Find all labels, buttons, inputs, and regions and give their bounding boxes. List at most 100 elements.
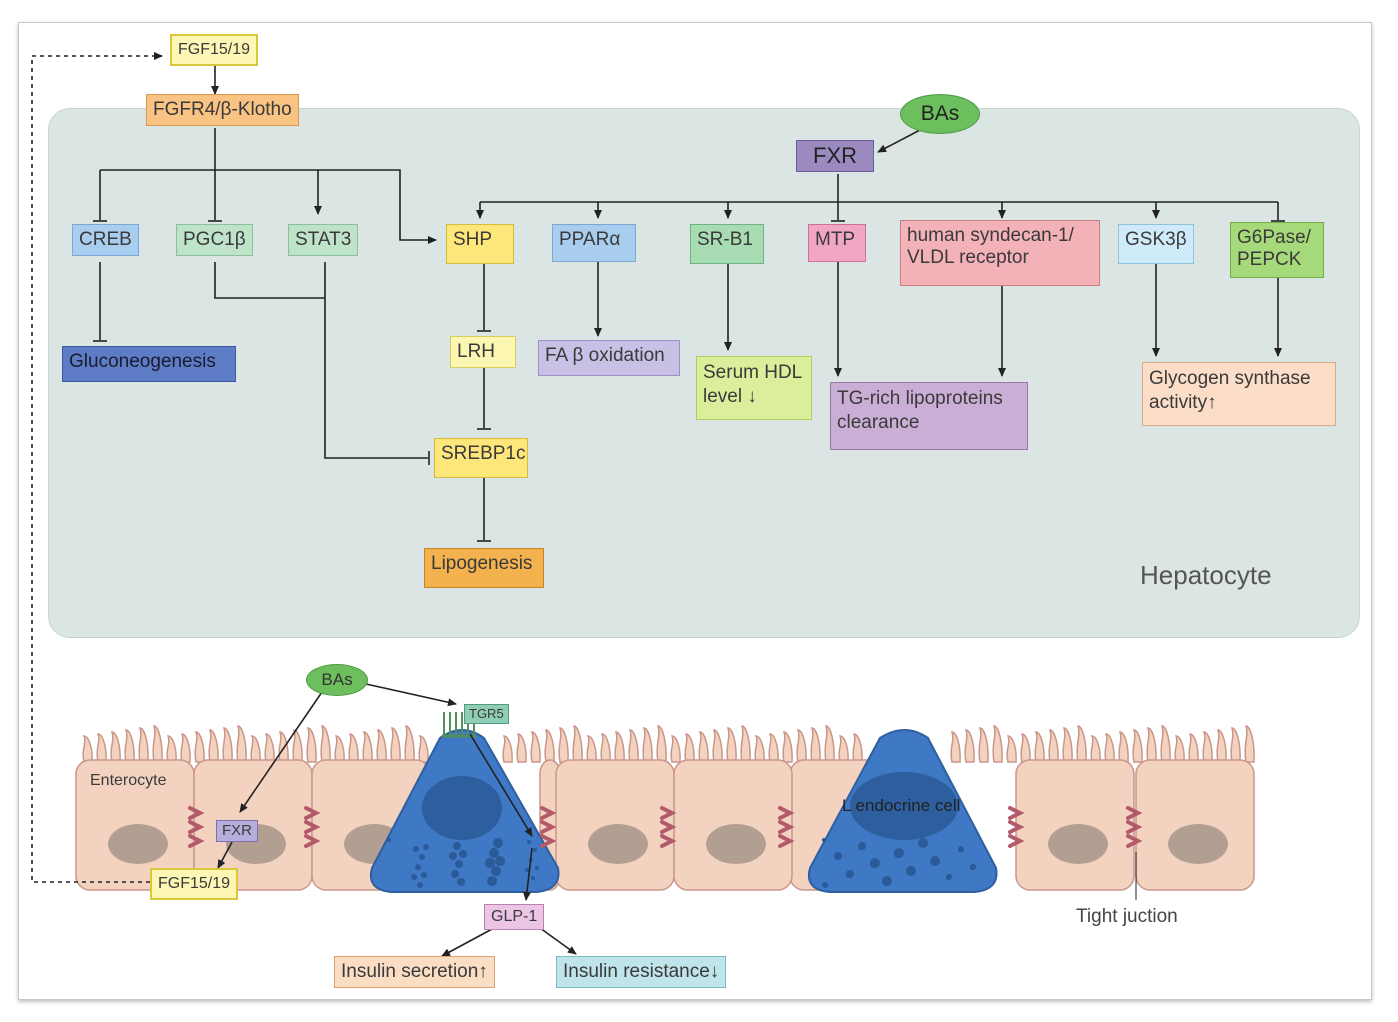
microvillus — [726, 727, 737, 763]
microvillus — [222, 727, 233, 763]
secretory-granule — [946, 874, 952, 880]
tight-junction-mark — [778, 820, 795, 834]
microvillus — [82, 735, 93, 763]
secretory-granule — [417, 882, 423, 888]
secretory-granule — [489, 848, 499, 858]
stat3-box: STAT3 — [288, 224, 359, 256]
microvillus — [124, 729, 135, 763]
srebp1c-box: SREBP1c — [434, 438, 528, 478]
microvillus — [684, 733, 695, 763]
secretory-granule — [858, 842, 866, 850]
microvillus — [194, 731, 205, 763]
tight-junction-mark — [1008, 834, 1025, 848]
microvillus — [614, 731, 625, 763]
microvillus — [544, 729, 555, 763]
l-endocrine-cell-label: L endocrine cell — [842, 796, 961, 815]
microvillus — [1020, 733, 1031, 763]
nucleus — [1168, 824, 1228, 864]
microvillus — [1132, 729, 1143, 763]
secretory-granule — [882, 876, 892, 886]
microvillus — [1076, 725, 1087, 763]
secretory-granule — [493, 838, 503, 848]
bas-ellipse-bottom: BAs — [306, 664, 368, 696]
microvillus — [264, 733, 275, 763]
tight-junction-mark — [778, 806, 795, 820]
microvillus — [1104, 733, 1115, 763]
secretory-granule — [487, 876, 497, 886]
secretory-granule — [910, 868, 914, 872]
microvillus — [404, 725, 415, 763]
microvillus — [558, 727, 569, 763]
microvillus — [852, 733, 863, 763]
microvillus — [292, 729, 303, 763]
insulin-resistance-box: Insulin resistance↓ — [556, 956, 727, 988]
tight-junction-mark — [778, 834, 795, 848]
microvillus — [236, 725, 247, 763]
microvillus — [1048, 729, 1059, 763]
microvillus — [110, 731, 121, 763]
tight-junction-mark — [540, 820, 557, 834]
microvillus — [600, 733, 611, 763]
secretory-granule — [495, 856, 505, 866]
microvillus — [642, 727, 653, 763]
lipogenesis-box: Lipogenesis — [424, 548, 544, 588]
microvillus — [96, 733, 107, 763]
microvillus — [376, 729, 387, 763]
tight-junction-mark — [1008, 820, 1025, 834]
tight-junction-mark — [1126, 806, 1143, 820]
microvillus — [992, 725, 1003, 763]
microvillus — [1160, 725, 1171, 763]
tight-junction-mark — [304, 834, 321, 848]
secretory-granule — [527, 840, 531, 844]
microvillus — [1034, 731, 1045, 763]
secretory-granule — [822, 838, 826, 842]
microvillus — [390, 727, 401, 763]
tight-junction-mark — [304, 806, 321, 820]
tight-junction-mark — [304, 820, 321, 834]
secretory-granule — [922, 840, 926, 844]
secretory-granule — [457, 878, 465, 886]
microvillus — [1174, 735, 1185, 763]
microvillus — [768, 733, 779, 763]
secretory-granule — [423, 844, 429, 850]
secretory-granule — [958, 846, 964, 852]
secretory-granule — [491, 866, 501, 876]
glycogen-synthase-box: Glycogen synthase activity↑ — [1142, 362, 1336, 426]
tight-junction-mark — [660, 834, 677, 848]
tight-junction-mark — [1126, 820, 1143, 834]
microvillus — [740, 725, 751, 763]
secretory-granule — [449, 852, 457, 860]
microvillus — [754, 735, 765, 763]
secretory-granule — [846, 870, 854, 878]
nucleus — [706, 824, 766, 864]
nucleus — [1048, 824, 1108, 864]
microvillus — [530, 731, 541, 763]
fxr-box-top: FXR — [796, 140, 874, 172]
tight-junction-mark — [188, 820, 205, 834]
l-endocrine-cell-left — [370, 729, 560, 893]
syndecan-line1: human syndecan-1/ — [907, 225, 1074, 246]
secretory-granule — [934, 858, 938, 862]
nucleus — [588, 824, 648, 864]
secretory-granule — [459, 850, 467, 858]
tight-junction-mark — [660, 820, 677, 834]
secretory-granule — [387, 838, 391, 842]
microvillus — [166, 735, 177, 763]
microvillus — [1146, 727, 1157, 763]
microvillus — [1062, 727, 1073, 763]
secretory-granule — [413, 846, 419, 852]
microvillus — [334, 735, 345, 763]
secretory-granule — [970, 864, 976, 870]
tight-junction-mark — [540, 806, 557, 820]
glp1-box: GLP-1 — [484, 904, 545, 930]
microvillus — [502, 735, 513, 763]
microvillus — [978, 727, 989, 763]
microvillus — [670, 735, 681, 763]
srb1-box: SR-B1 — [690, 224, 764, 264]
secretory-granule — [894, 848, 904, 858]
microvillus — [1230, 727, 1241, 763]
tg-clearance-line1: TG-rich lipoproteins — [837, 388, 1003, 409]
microvillus — [250, 735, 261, 763]
fgfr4-klotho-box: FGFR4/β-Klotho — [146, 94, 299, 126]
